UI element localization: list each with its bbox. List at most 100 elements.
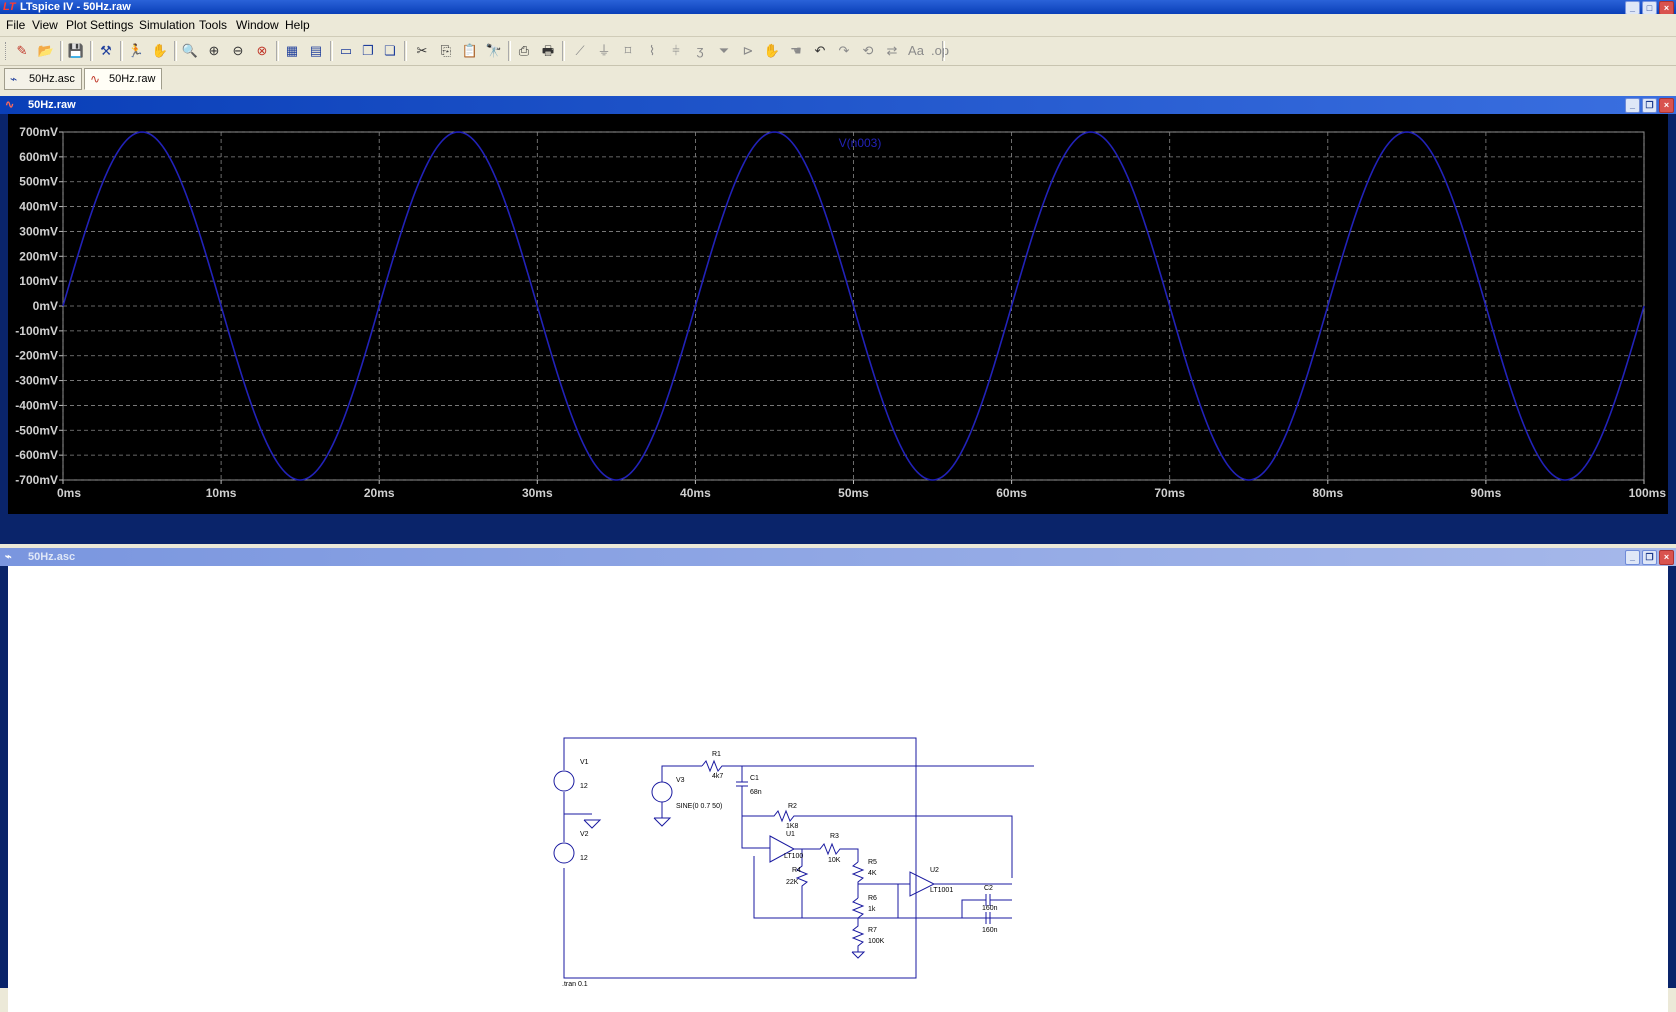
trace-label[interactable]: V(n003)	[839, 136, 882, 150]
close-icon[interactable]: ×	[1659, 98, 1674, 113]
ground-symbol-v3[interactable]	[653, 817, 672, 827]
u1-label: U1	[786, 831, 795, 838]
trace-v-n003[interactable]	[62, 131, 1645, 481]
r7-label: R7	[868, 927, 877, 934]
r3-resistor[interactable]	[794, 842, 859, 862]
r1-value: 4k7	[712, 773, 723, 780]
supply-wire[interactable]	[563, 737, 917, 979]
close-icon[interactable]: ×	[1659, 550, 1674, 565]
u1-value: LT100	[784, 853, 803, 860]
schematic-icon: ⌁	[10, 72, 18, 86]
print-setup-icon[interactable]: ⎙	[518, 43, 530, 58]
ltspice-logo-icon: LT	[3, 1, 16, 13]
waveform-window-title-bar[interactable]: ∿ 50Hz.raw _ ❐ ×	[0, 96, 1676, 114]
r7-resistor[interactable]	[851, 918, 865, 952]
zoom-fit-icon[interactable]: ⊗	[256, 43, 268, 58]
app-title-bar[interactable]: LT LTspice IV - 50Hz.raw _ □ ×	[0, 0, 1676, 15]
tile-horizontal-icon[interactable]: ▭	[339, 43, 353, 58]
halt-icon[interactable]: ✋	[151, 43, 169, 58]
tab-schematic[interactable]: ⌁ 50Hz.asc	[4, 68, 82, 90]
r1-resistor[interactable]	[701, 759, 1034, 773]
schematic-window-title-bar[interactable]: ⌁ 50Hz.asc _ ❐ ×	[0, 548, 1676, 566]
redo-icon[interactable]: ↷	[838, 43, 850, 58]
y-tick-label: -100mV	[15, 324, 58, 338]
paste-icon[interactable]: 📋	[461, 43, 479, 58]
label-net-icon[interactable]: ⌑	[624, 43, 632, 58]
menu-window[interactable]: Window	[236, 18, 279, 32]
move-icon[interactable]: ✋	[763, 43, 781, 58]
new-schematic-icon[interactable]: ✎	[16, 43, 28, 58]
capacitor-icon[interactable]: ⫩	[672, 43, 680, 58]
r6-resistor[interactable]	[851, 897, 865, 919]
ground-symbol-r7[interactable]	[851, 951, 866, 959]
c2-label: C2	[984, 885, 993, 892]
wire-v3-r1[interactable]	[661, 765, 702, 782]
diode-icon[interactable]: ⏷	[718, 43, 730, 58]
r5-label: R5	[868, 859, 877, 866]
component-icon[interactable]: ⊳	[742, 43, 754, 58]
text-icon[interactable]: Aa	[908, 43, 924, 58]
menu-file[interactable]: File	[6, 18, 26, 32]
open-icon[interactable]: 📂	[37, 43, 55, 58]
spice-directive-icon[interactable]: .op	[930, 43, 950, 58]
tile-vertical-icon[interactable]: ❏	[384, 43, 396, 58]
r2-feedback-wire[interactable]	[742, 809, 1013, 878]
draw-wire-icon[interactable]: ⟋	[575, 43, 585, 58]
run-icon[interactable]: 🏃	[127, 43, 145, 58]
minimize-icon[interactable]: _	[1625, 98, 1640, 113]
schematic-drawing[interactable]: V1 12 V2 12 V3 SINE(0 0.7 50) R1 4k7 C1 …	[8, 566, 1668, 988]
autorange-icon[interactable]: ▦	[285, 43, 299, 58]
r4-resistor[interactable]	[795, 849, 809, 918]
r5-resistor[interactable]	[851, 861, 865, 898]
toolbar-grip[interactable]	[5, 42, 9, 60]
y-tick-label: -500mV	[15, 423, 58, 437]
find-icon[interactable]: 🔭	[485, 43, 503, 58]
print-icon[interactable]: 🖶	[541, 43, 555, 58]
close-icon[interactable]: ×	[1659, 1, 1674, 15]
u2-label: U2	[930, 867, 939, 874]
menu-simulation[interactable]: Simulation	[139, 18, 196, 32]
ground-icon[interactable]: ⏚	[597, 43, 611, 58]
mirror-icon[interactable]: ⇄	[886, 43, 898, 58]
y-tick-label: 500mV	[19, 175, 58, 189]
menu-help[interactable]: Help	[285, 18, 310, 32]
waveform-plot[interactable]: 700mV600mV500mV400mV300mV200mV100mV0mV-1…	[8, 114, 1668, 540]
ground-symbol[interactable]	[583, 819, 602, 829]
save-icon[interactable]: 💾	[67, 43, 85, 58]
r4-label: R4	[792, 867, 801, 874]
drag-icon[interactable]: ☚	[790, 43, 802, 58]
waveform-settings-icon[interactable]: ▤	[309, 43, 323, 58]
v1-source[interactable]	[553, 770, 575, 792]
menu-plot-settings[interactable]: Plot Settings	[66, 18, 134, 32]
resistor-icon[interactable]: ⌇	[648, 43, 656, 58]
rotate-icon[interactable]: ⟲	[862, 43, 874, 58]
r4-value: 22K	[786, 879, 799, 886]
undo-icon[interactable]: ↶	[814, 43, 826, 58]
menu-tools[interactable]: Tools	[199, 18, 228, 32]
maximize-icon[interactable]: □	[1642, 1, 1657, 15]
cut-icon[interactable]: ✂	[416, 43, 428, 58]
inductor-icon[interactable]: ʒ	[696, 43, 704, 58]
bottom-wire[interactable]	[753, 856, 1012, 919]
v2-source[interactable]	[553, 842, 575, 864]
wire-c1-u1[interactable]	[741, 786, 770, 849]
u1-opamp[interactable]	[769, 835, 796, 863]
zoom-in-icon[interactable]: ⊕	[208, 43, 220, 58]
tab-waveform[interactable]: ∿ 50Hz.raw	[84, 68, 163, 90]
v3-source[interactable]	[651, 781, 673, 803]
copy-icon[interactable]: ⎘	[440, 43, 452, 58]
zoom-out-icon[interactable]: ⊖	[232, 43, 244, 58]
restore-icon[interactable]: ❐	[1642, 550, 1657, 565]
minimize-icon[interactable]: _	[1625, 1, 1640, 15]
menu-view[interactable]: View	[32, 18, 58, 32]
zoom-area-icon[interactable]: 🔍	[181, 43, 199, 58]
wire-c2[interactable]	[961, 899, 986, 918]
tran-directive[interactable]: .tran 0.1	[562, 981, 588, 988]
u2-opamp[interactable]	[909, 871, 936, 897]
schematic-canvas[interactable]: V1 12 V2 12 V3 SINE(0 0.7 50) R1 4k7 C1 …	[8, 566, 1668, 1012]
cascade-icon[interactable]: ❐	[362, 43, 374, 58]
restore-icon[interactable]: ❐	[1642, 98, 1657, 113]
control-panel-icon[interactable]: ⚒	[100, 43, 112, 58]
minimize-icon[interactable]: _	[1625, 550, 1640, 565]
